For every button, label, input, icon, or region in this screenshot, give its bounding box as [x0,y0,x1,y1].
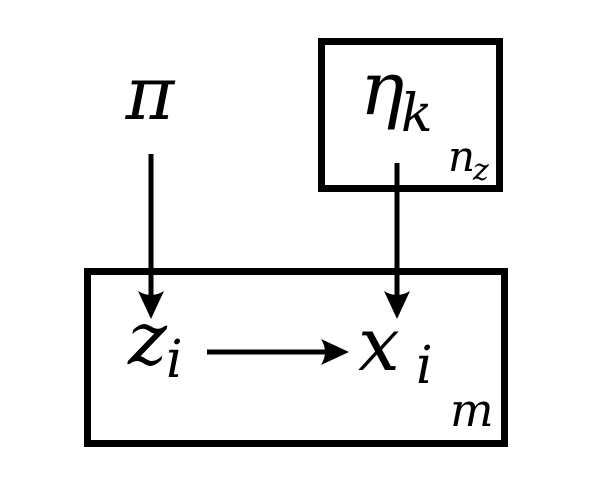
edge-z-to-x-arrowhead-icon [321,339,349,365]
data-plate [84,268,508,447]
edge-eta-to-x [384,163,410,319]
eta-node-subscript: k [401,84,433,144]
z-node-subscript: i [166,330,183,390]
data-plate-count-label: m [450,383,494,437]
edge-pi-to-z-arrowhead-icon [138,291,164,319]
edge-eta-to-x-arrowhead-icon [384,291,410,319]
eta-plate-count-label: n [448,132,475,181]
edge-pi-to-z [138,154,164,319]
x-node-label: x [358,302,400,388]
x-node-subscript: i [416,336,433,396]
pi-node-label: π [125,51,176,137]
eta-plate [318,38,503,192]
edge-z-to-x [207,339,349,365]
eta-plate-count-subscript: z [472,153,489,188]
eta-node-label: η [360,46,404,132]
z-node-label: z [127,296,168,382]
